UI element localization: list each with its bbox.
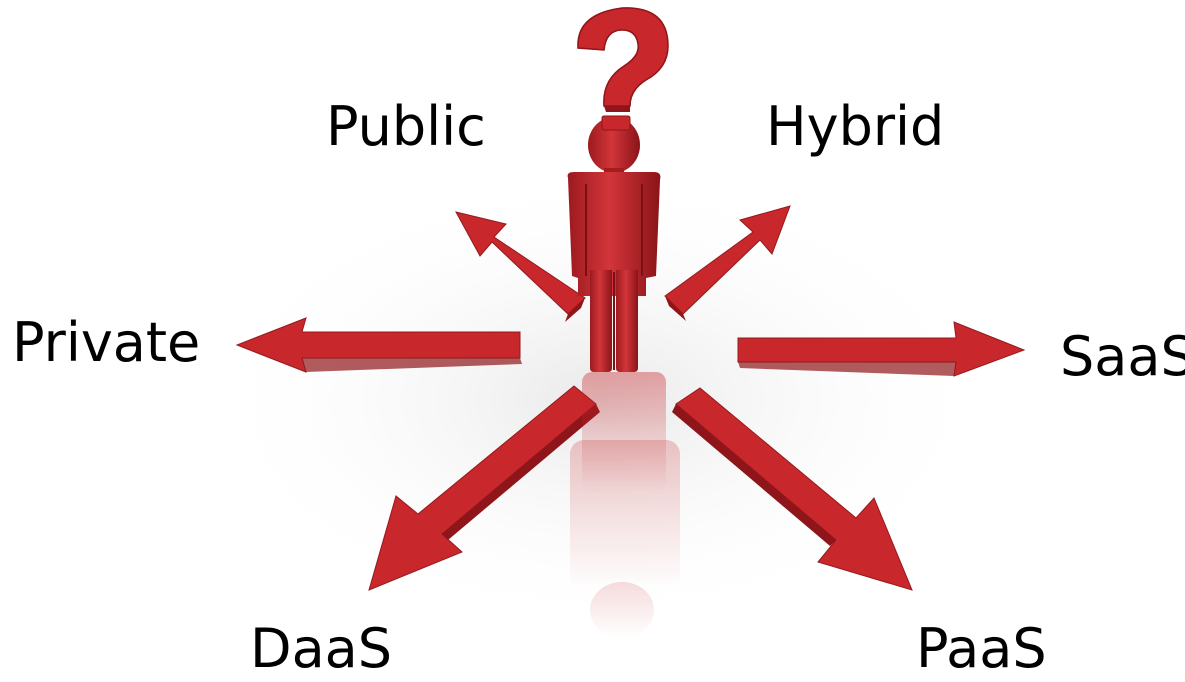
arrow-to-saas bbox=[737, 321, 1026, 377]
arrow-to-hybrid bbox=[664, 205, 791, 321]
arrow-to-daas bbox=[368, 385, 600, 591]
arrow-to-private bbox=[235, 317, 522, 373]
option-public: Public bbox=[326, 95, 486, 158]
option-daas: DaaS bbox=[250, 617, 393, 680]
option-saas: SaaS bbox=[1060, 325, 1185, 388]
person-icon bbox=[567, 117, 661, 372]
arrow-to-paas bbox=[672, 387, 913, 591]
question-mark-icon bbox=[577, 7, 669, 131]
option-private: Private bbox=[12, 311, 201, 374]
arrow-to-public bbox=[455, 211, 586, 322]
option-hybrid: Hybrid bbox=[766, 95, 945, 158]
figure-reflection bbox=[570, 372, 680, 638]
option-paas: PaaS bbox=[916, 617, 1047, 680]
